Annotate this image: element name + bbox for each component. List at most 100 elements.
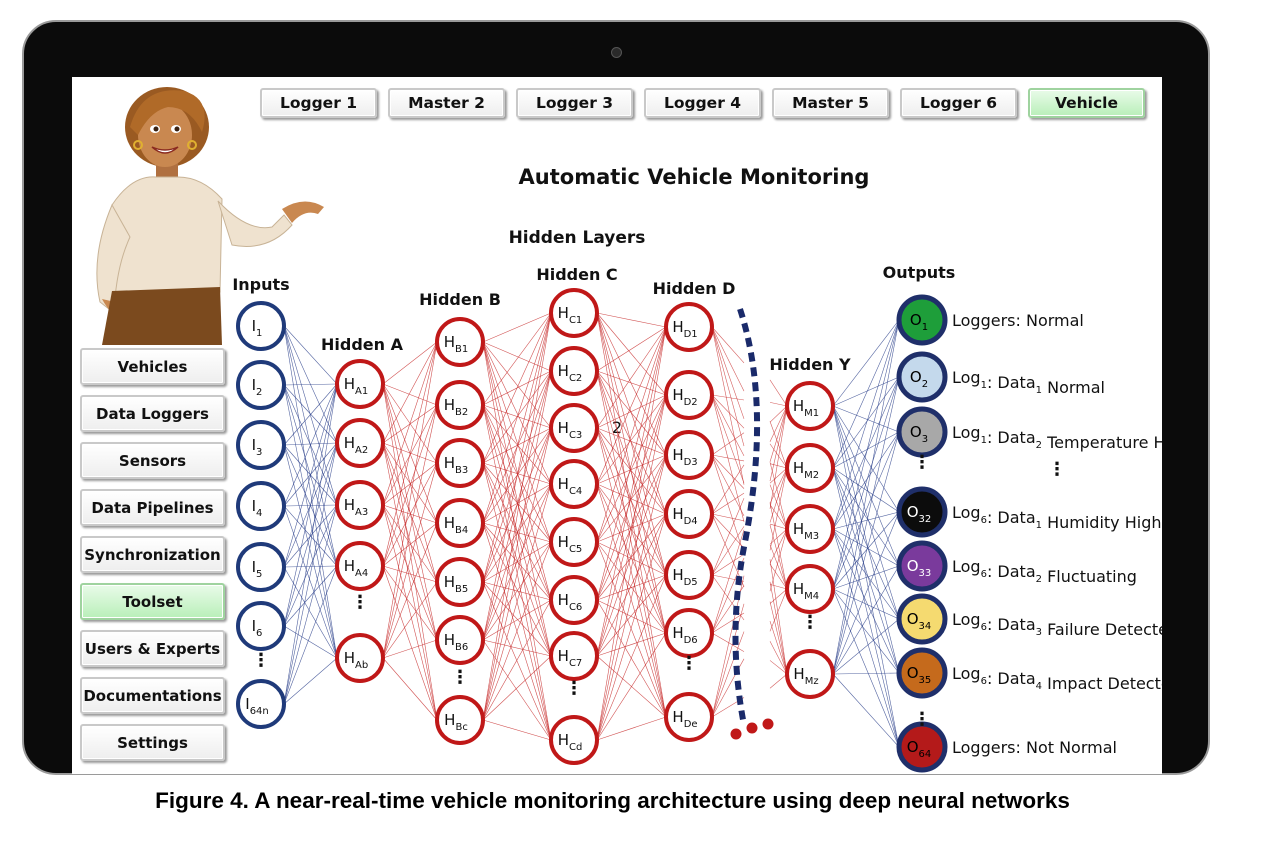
- sidebar-item-users-experts[interactable]: Users & Experts: [80, 630, 225, 667]
- edge: [482, 341, 552, 657]
- edge: [382, 442, 438, 524]
- edge: [832, 467, 900, 513]
- svg-text:HB2: HB2: [444, 396, 469, 418]
- svg-text:HMz: HMz: [793, 665, 818, 687]
- svg-text:I6: I6: [252, 617, 263, 639]
- edge: [382, 341, 438, 506]
- edge: [596, 394, 667, 543]
- tab-master-5[interactable]: Master 5: [772, 88, 889, 118]
- layer-label-hidden-d: Hidden D: [653, 279, 736, 298]
- edge: [711, 326, 745, 447]
- edge: [482, 341, 552, 372]
- hidden-node-hc1: HC1: [549, 288, 599, 338]
- hidden-node-hb3: HB3: [435, 438, 485, 488]
- edge: [711, 632, 745, 652]
- edge: [832, 588, 900, 748]
- edge: [482, 312, 552, 406]
- edge: [596, 541, 667, 718]
- output-description: Log1: Data1 Normal: [952, 368, 1105, 397]
- edge: [382, 341, 438, 444]
- edge: [596, 427, 667, 718]
- output-description: Loggers: Normal: [952, 311, 1084, 330]
- edge: [482, 312, 552, 464]
- sidebar-item-synchronization[interactable]: Synchronization: [80, 536, 225, 573]
- edge: [482, 404, 552, 741]
- tab-master-2[interactable]: Master 2: [388, 88, 505, 118]
- hidden-node-hd3: HD3: [664, 430, 714, 480]
- tab-logger-3[interactable]: Logger 3: [516, 88, 633, 118]
- edge: [596, 370, 667, 456]
- edge: [382, 462, 438, 506]
- edge: [832, 467, 900, 748]
- svg-text:I5: I5: [252, 558, 263, 580]
- edge: [596, 427, 667, 515]
- sidebar-item-sensors[interactable]: Sensors: [80, 442, 225, 479]
- tab-logger-4[interactable]: Logger 4: [644, 88, 761, 118]
- svg-text:HDe: HDe: [672, 708, 697, 730]
- output-description: Log1: Data2 Temperature High: [952, 423, 1162, 452]
- sidebar-item-vehicles[interactable]: Vehicles: [80, 348, 225, 385]
- edge: [283, 384, 338, 659]
- hidden-node-hd4: HD4: [664, 489, 714, 539]
- edge: [382, 404, 438, 659]
- edge: [482, 599, 552, 641]
- edge: [596, 370, 667, 515]
- input-node-i3: I3: [236, 420, 286, 470]
- edge: [832, 467, 900, 674]
- output-description: Log6: Data1 Humidity High: [952, 503, 1162, 532]
- edge: [596, 312, 667, 515]
- hidden-node-hb6: HB6: [435, 615, 485, 665]
- tab-vehicle[interactable]: Vehicle: [1028, 88, 1145, 118]
- edge: [482, 462, 552, 543]
- stray-mark: 2: [612, 418, 622, 437]
- sidebar-item-data-loggers[interactable]: Data Loggers: [80, 395, 225, 432]
- output-node-o64: O64: [896, 721, 948, 773]
- edge: [596, 513, 667, 741]
- edge: [711, 454, 745, 489]
- svg-text:HCd: HCd: [558, 731, 583, 753]
- hidden-node-hd1: HD1: [664, 302, 714, 352]
- hidden-node-hb2: HB2: [435, 380, 485, 430]
- edge: [482, 483, 552, 583]
- hidden-node-hab: HAb: [335, 633, 385, 683]
- edge: [283, 625, 338, 659]
- edge: [482, 639, 552, 657]
- edge: [832, 405, 900, 748]
- vertical-ellipsis: ⋮: [565, 678, 583, 699]
- svg-text:HD4: HD4: [672, 505, 697, 527]
- tab-logger-1[interactable]: Logger 1: [260, 88, 377, 118]
- edge: [596, 326, 667, 372]
- edge: [596, 312, 667, 456]
- edge: [482, 719, 552, 741]
- edge: [769, 601, 788, 675]
- edge: [769, 660, 788, 675]
- hidden-node-hc3: HC3: [549, 403, 599, 453]
- edge: [482, 341, 552, 485]
- edge: [482, 462, 552, 485]
- sidebar-item-documentations[interactable]: Documentations: [80, 677, 225, 714]
- svg-text:HA3: HA3: [344, 496, 368, 518]
- edge: [596, 427, 667, 456]
- ellipsis-dot: [762, 718, 774, 730]
- input-node-i1: I1: [236, 301, 286, 351]
- svg-text:O32: O32: [907, 503, 932, 525]
- sidebar-item-data-pipelines[interactable]: Data Pipelines: [80, 489, 225, 526]
- edge: [596, 370, 667, 718]
- edge: [283, 383, 338, 446]
- sidebar-item-toolset[interactable]: Toolset: [80, 583, 225, 620]
- edge: [382, 565, 438, 583]
- svg-text:O64: O64: [907, 738, 932, 760]
- edge: [769, 467, 788, 484]
- svg-text:HD1: HD1: [672, 318, 697, 340]
- edge: [769, 402, 788, 407]
- edge: [596, 394, 667, 429]
- hidden-node-hde: HDe: [664, 692, 714, 742]
- tab-logger-6[interactable]: Logger 6: [900, 88, 1017, 118]
- edge: [283, 383, 338, 705]
- edge: [596, 599, 667, 634]
- edge: [596, 483, 667, 576]
- edge: [711, 454, 745, 555]
- sidebar-item-settings[interactable]: Settings: [80, 724, 225, 761]
- edge: [596, 454, 667, 485]
- edge: [832, 565, 900, 590]
